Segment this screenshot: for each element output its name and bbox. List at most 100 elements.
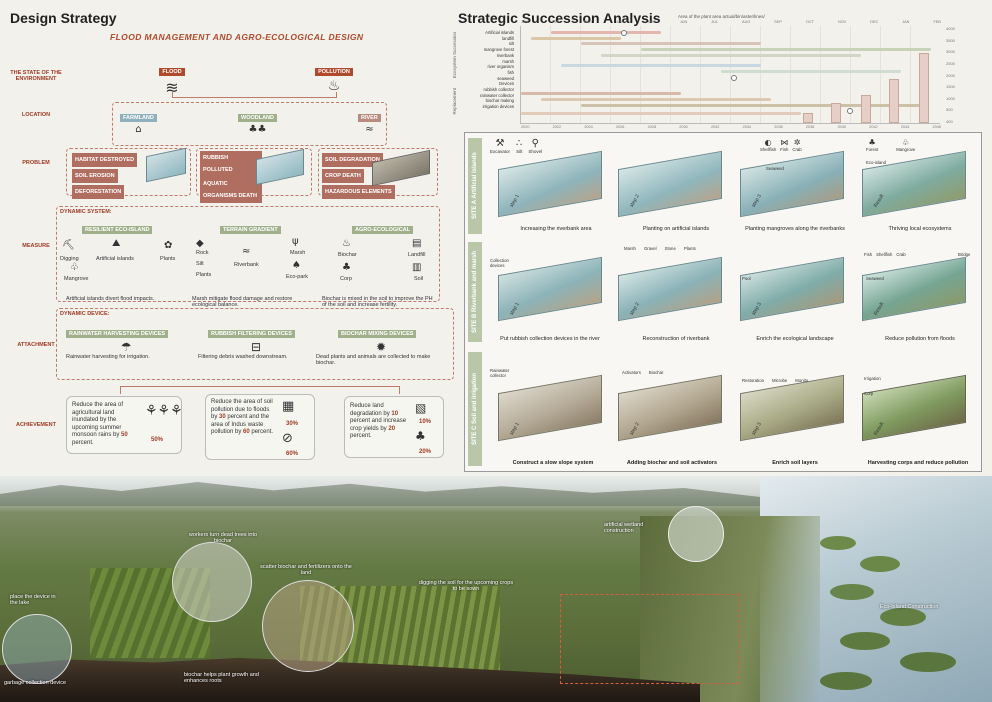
artificial-islands-icon: ⛰ [112, 238, 121, 249]
land-icon: ▧ [415, 401, 427, 415]
achievement-1-badge: 50% [151, 437, 164, 443]
collection-devices-label: Collection devices [490, 258, 509, 268]
design-strategy-subtitle: FLOOD MANAGEMENT AND AGRO-ECOLOGICAL DES… [110, 32, 364, 42]
achievement-2-badge2: 60% [286, 451, 299, 457]
panorama: place the device in the lake garbage col… [0, 476, 992, 702]
biochar-icon: ♨ [342, 238, 351, 249]
location-river: RIVER≈ [358, 106, 381, 135]
measure-col-a: RESILIENT ECO-ISLAND ⛏ Digging ⛰ Artific… [60, 218, 186, 302]
biochar-mixer-icon: ✹ [375, 340, 387, 354]
attachment-box [56, 308, 454, 380]
row-label-location: LOCATION [21, 112, 51, 118]
rock-icon: ◆ [196, 238, 204, 249]
mangrove-icon: ♧ [70, 262, 79, 273]
label-digging-soil: digging the soil for the upcoming crops … [418, 580, 514, 592]
chart-header: Area of the plant area actual/bin/aster/… [678, 14, 765, 19]
woodland-icon: ♣♣ [248, 124, 267, 135]
milestone-marker [621, 30, 627, 36]
succession-title: Strategic Succession Analysis [458, 10, 661, 26]
row-label-attachment: ATTACHMENT [17, 342, 55, 348]
seaweed-label: Seaweed [766, 166, 784, 171]
eco-island-label: Eco-island [866, 160, 887, 165]
site-a-bar: SITE A Artificial islands [468, 138, 482, 234]
achievement-3-text: Reduce land degradation by 10 percent an… [350, 403, 407, 439]
wheat-icon: ⚘⚘⚘ [145, 403, 183, 419]
rubbish-filter-icon: ⊟ [250, 340, 262, 354]
achievement-card-1: Reduce the area of agricultural land inu… [66, 396, 183, 454]
marsh-icon: ψ [292, 236, 299, 247]
soil-icon: ▥ [412, 262, 422, 273]
problem-list-b: RUBBISH POLLUTED AQUATIC ORGANISMS DEATH [200, 151, 262, 203]
callout-circle [668, 506, 724, 562]
achievement-card-2: Reduce the area of soil pollution due to… [205, 394, 315, 460]
timeline-bar [541, 98, 771, 101]
device-col-a: RAINWATER HARVESTING DEVICES ☂ Rainwater… [66, 322, 186, 360]
timeline-bar [521, 112, 801, 115]
mangrove-icon: ♧ [902, 138, 910, 147]
area-bar [889, 79, 899, 123]
measure-a-title: RESILIENT ECO-ISLAND [82, 226, 153, 234]
fish-icon: ⋈ [780, 138, 789, 147]
area-bar [831, 103, 841, 123]
label-artificial-wetland: artificial wetland construction [604, 522, 644, 534]
measure-c-title: AGRO-ECOLOGICAL [352, 226, 413, 234]
timeline-bar [581, 104, 921, 107]
callout-circle [2, 614, 72, 684]
timeline-bar [641, 48, 931, 51]
measure-b-title: TERRAIN GRADIENT [220, 226, 281, 234]
achievement-connector [120, 386, 400, 394]
farmland-icon: ⌂ [135, 124, 142, 135]
site-b-cap-1: Put rubbish collection devices in the ri… [500, 336, 600, 342]
eco-island [900, 652, 956, 672]
achievement-2-text: Reduce the area of soil pollution due to… [211, 399, 274, 435]
plants-icon: ✿ [164, 240, 173, 251]
device-col-b: RUBBISH FILTERING DEVICES ⊟ Filtering de… [196, 322, 316, 360]
label-biochar-growth: biochar helps plant growth and enhances … [184, 672, 259, 684]
area-bar [861, 95, 871, 123]
row-label-problem: PROBLEM [22, 160, 50, 166]
label-garbage-device: garbage collection device [4, 680, 67, 686]
rainwater-harvester-icon: ☂ [120, 340, 132, 354]
milestone-marker [847, 108, 853, 114]
site-b-seaweed: Seaweed [866, 276, 884, 281]
site-a-cap-4: Thriving local ecosystems [888, 226, 952, 232]
crab-icon: ✲ [793, 138, 801, 147]
site-a-icons: ⚒Excavator ∴Silt ⚲Shovel [490, 138, 543, 154]
area-bar [919, 53, 929, 123]
callout-circle [172, 542, 252, 622]
site-c-cap-1: Construct a slow slope system [512, 460, 594, 466]
pollution-icon: ♨ [327, 78, 341, 94]
site-a-icons-right-2: ♣Forest ♧Mangrove [866, 138, 916, 152]
site-c-cap-4: Harvesting corps and reduce pollution [867, 460, 969, 466]
location-farmland: FARMLAND⌂ [120, 106, 157, 135]
site-b-bar: SITE B Riverbank and marsh [468, 242, 482, 342]
eco-island [820, 536, 856, 550]
callout-circle [262, 580, 354, 672]
crop-icon: ♣ [415, 429, 426, 443]
excavator-icon: ⚒ [495, 138, 505, 149]
milestone-marker [731, 75, 737, 81]
flood-tag: FLOOD [159, 68, 185, 76]
dynamic-device-label: DYNAMIC DEVICE: [60, 311, 110, 317]
rainwater-collector-label: Rainwater collector [490, 368, 510, 378]
state-flood: FLOOD ≋ [155, 60, 189, 97]
timeline-bar [551, 31, 661, 34]
site-c-bar: SITE C Soil and irrigation [468, 352, 482, 466]
dynamic-system-label: DYNAMIC SYSTEM: [60, 209, 112, 215]
problem-list-c: SOIL DEGRADATION CROP DEATH HAZARDOUS EL… [322, 151, 395, 199]
timeline-bar [531, 37, 621, 40]
measure-box [56, 206, 440, 302]
row-label-measure: MEASURE [22, 243, 50, 249]
site-a-cap-1: Increasing the riverbank area [520, 226, 592, 232]
label-workers-biochar: workers turn dead trees into biochar [188, 532, 258, 544]
measure-b-desc: Marsh mitigate flood damage and restore … [192, 296, 293, 308]
label-eco-island: Eco-Island Construction [880, 604, 939, 610]
shovel-icon: ⚲ [531, 138, 539, 149]
